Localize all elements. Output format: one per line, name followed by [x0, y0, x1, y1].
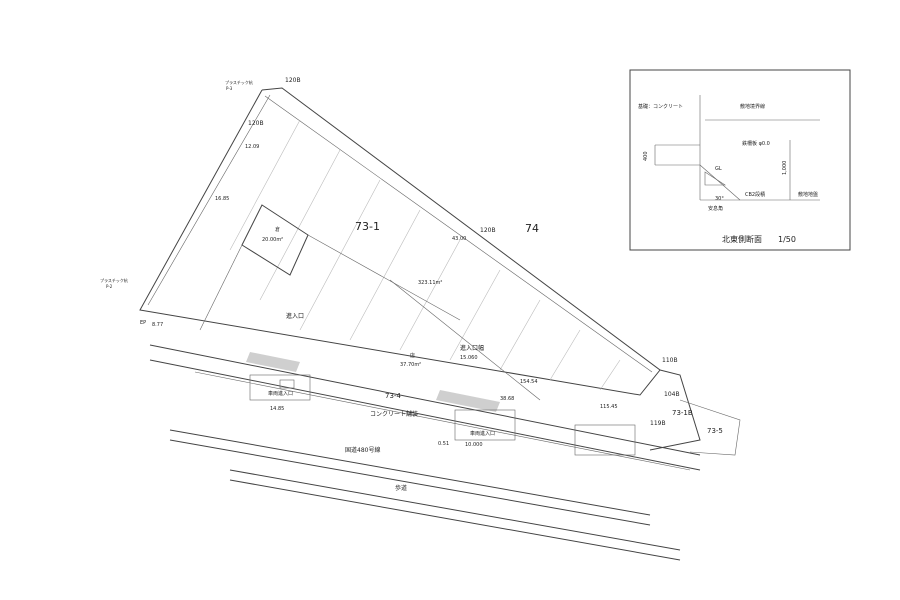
- inset-title: 北東側断面: [722, 234, 762, 244]
- store-name: 店: [410, 352, 415, 359]
- inset-foundation: 基礎：コンクリート: [638, 103, 683, 110]
- inset-dim-left: 400: [643, 151, 649, 161]
- bench-mark-right1: 110B: [662, 357, 678, 364]
- inset-gl: GL: [715, 166, 722, 172]
- vehicle-entry-left: 車両進入口: [268, 390, 293, 397]
- parcel-hatching: [229, 119, 621, 391]
- lot-road-label: 73-4: [385, 392, 401, 400]
- bench-mark-right2: 104B: [664, 391, 680, 398]
- inset-safety: 安息角: [708, 205, 723, 212]
- site-boundary: [139, 87, 661, 396]
- dim-10000: 10.000: [465, 442, 483, 448]
- site-area: 323.11m²: [418, 280, 442, 286]
- dim-4300: 43.00: [452, 236, 466, 242]
- entrance-width-value: 15.060: [460, 355, 478, 361]
- store-area: 37.70m²: [400, 362, 421, 368]
- vehicle-entry-right: 車両進入口: [470, 430, 495, 437]
- bench-mark-mid: 120B: [248, 120, 264, 127]
- inset-site-ground: 敷地地盤: [798, 191, 818, 198]
- lot-south-east-label: 73-5: [707, 427, 723, 435]
- inset-fence: 鉄柵板 φ0.0: [742, 140, 770, 147]
- inset-section-box: [629, 69, 851, 251]
- inset-boundary: 敷地境界線: [740, 103, 765, 110]
- bench-mark-center: 120B: [480, 227, 496, 234]
- dim-3868: 38.68: [500, 396, 514, 402]
- concrete-paving-label: コンクリート舗装: [370, 410, 418, 418]
- lot-main-label: 73-1: [355, 220, 380, 233]
- lot-corner-label: 73-1B: [672, 409, 693, 417]
- right-parcels: [249, 369, 741, 456]
- sidewalk-label: 歩道: [395, 484, 407, 492]
- dim-1485: 14.85: [270, 406, 284, 412]
- plastic-stake-top: プラスチック杭: [225, 79, 253, 85]
- inset-angle: 30°: [715, 196, 724, 202]
- building-area: 20.00m²: [262, 237, 283, 243]
- road-strip: [149, 344, 701, 471]
- bench-mark-right3: 119B: [650, 420, 666, 427]
- dim-1209: 12.09: [245, 144, 259, 150]
- small-building: [241, 204, 309, 276]
- bench-mark-top: 120B: [285, 77, 301, 84]
- lot-east-label: 74: [525, 222, 539, 235]
- national-road-label: 国道480号線: [345, 446, 380, 454]
- dim-877: 8.77: [152, 322, 163, 328]
- entrance-label: 進入口: [286, 312, 304, 320]
- inset-dim-right: 1,000: [782, 161, 788, 175]
- dim-1685: 16.85: [215, 196, 229, 202]
- plastic-stake-left: プラスチック杭: [100, 277, 128, 283]
- corner-area: 154.54: [520, 379, 538, 385]
- small-east-area: 115.45: [600, 404, 618, 410]
- entrance-width-label: 進入口幅: [460, 344, 484, 352]
- ep-label: EP: [140, 320, 146, 326]
- road-hatch: [246, 352, 500, 412]
- inset-scale: 1/50: [778, 235, 796, 244]
- national-road: [169, 429, 681, 561]
- building-name: 倉: [275, 226, 280, 233]
- inset-cb: CB2段積: [745, 191, 765, 198]
- dim-051: 0.51: [438, 441, 449, 447]
- plastic-stake-top-id: P-3: [226, 86, 233, 91]
- plastic-stake-left-id: P-2: [106, 284, 113, 289]
